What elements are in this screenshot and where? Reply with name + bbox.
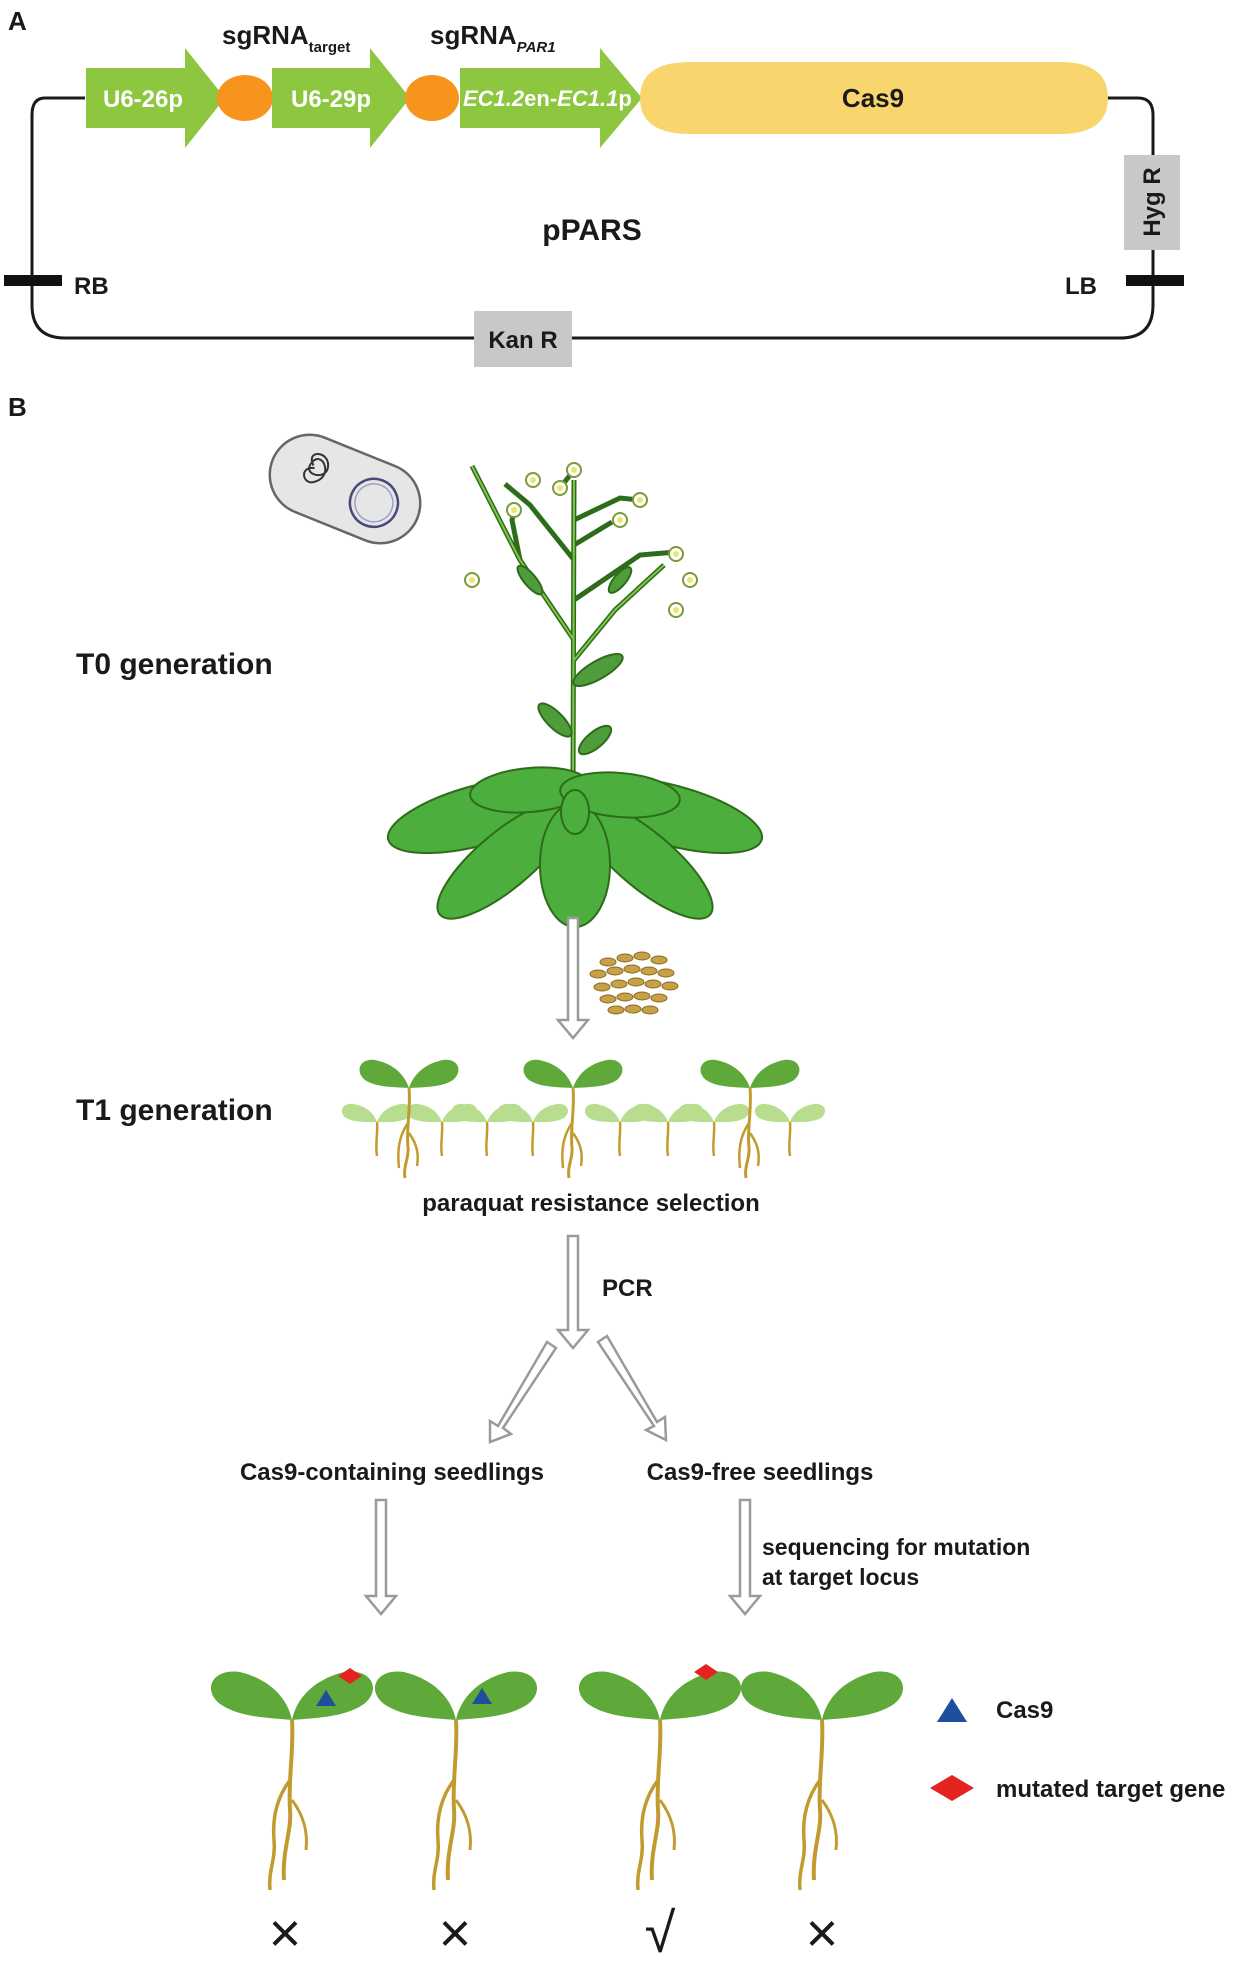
sgrna-par1-base: sgRNA (430, 20, 517, 50)
t1-generation-label: T1 generation (76, 1094, 273, 1127)
legend-mutated-label: mutated target gene (996, 1776, 1225, 1803)
lb-bar (1126, 275, 1184, 286)
ec-part4: p (618, 86, 631, 111)
cas9-label: Cas9 (842, 83, 904, 113)
cas9-containing-label: Cas9-containing seedlings (240, 1459, 544, 1486)
u6-29p-label: U6-29p (291, 86, 371, 113)
final-seedling-1 (208, 1668, 376, 1892)
agrobacterium-icon (268, 433, 422, 545)
cas9-free-label: Cas9-free seedlings (647, 1459, 874, 1486)
kan-label: Kan R (488, 327, 557, 354)
final-seedling-3 (576, 1664, 744, 1892)
sgrna-target-sub: target (309, 39, 351, 56)
ec-part2: en- (524, 86, 557, 111)
plasmid-backbone (30, 96, 1155, 340)
vector-name: pPARS (542, 214, 641, 247)
outcome-4: × (806, 1901, 839, 1964)
t0-plant-icon (386, 462, 764, 928)
ec-part3: EC1.1 (557, 86, 618, 111)
t1-seedlings (340, 1058, 827, 1180)
arrow-split-right (596, 1334, 668, 1443)
panel-b-label: B (8, 392, 27, 422)
rb-label: RB (74, 273, 109, 300)
mutation-marker-3 (694, 1664, 718, 1680)
sequencing-line-1: sequencing for mutation (762, 1534, 1030, 1560)
sgrna-par1-label: sgRNAPAR1 (430, 20, 556, 56)
cas9-gene (640, 62, 1108, 134)
sequencing-line-2: at target locus (762, 1564, 919, 1590)
arrow-t0-t1 (555, 916, 591, 1040)
cas9-marker-1 (316, 1690, 336, 1706)
ec-promoter-arrow (460, 48, 642, 148)
selection-label: paraquat resistance selection (422, 1190, 759, 1217)
sgrna-par1-sub: PAR1 (517, 39, 556, 56)
hyg-label: Hyg R (1139, 167, 1166, 236)
mutation-marker-1 (338, 1668, 362, 1684)
u6-26p-label: U6-26p (103, 86, 183, 113)
legend-cas9-label: Cas9 (996, 1697, 1053, 1724)
u6-29p-arrow (272, 48, 410, 148)
arrow-split-left (488, 1340, 558, 1444)
ec-promoter-label: EC1.2en-EC1.1p (463, 86, 632, 111)
pcr-label: PCR (602, 1275, 653, 1302)
seeds-icon (589, 951, 679, 1015)
lb-label: LB (1065, 273, 1097, 300)
legend-cas9-icon (937, 1698, 967, 1722)
u6-26p-arrow (86, 48, 225, 148)
sgrna-target-label: sgRNAtarget (222, 20, 350, 56)
sgrna-target-base: sgRNA (222, 20, 309, 50)
final-seedling-2 (372, 1669, 540, 1892)
cas9-marker-2 (472, 1688, 492, 1704)
outcome-3: √ (645, 1901, 676, 1964)
ec-part1: EC1.2 (463, 86, 525, 111)
kan-marker (474, 311, 572, 367)
outcome-1: × (269, 1901, 302, 1964)
arrow-free-down (727, 1498, 763, 1616)
rb-bar (4, 275, 62, 286)
sgrna-par1-spacer (405, 75, 459, 121)
legend-mutated-icon (930, 1775, 974, 1801)
final-seedling-4 (738, 1669, 906, 1892)
sgrna-target-spacer (217, 75, 273, 121)
outcome-2: × (439, 1901, 472, 1964)
panel-a-label: A (8, 6, 27, 36)
t0-generation-label: T0 generation (76, 648, 273, 681)
hyg-marker (1124, 155, 1180, 250)
arrow-containing-down (363, 1498, 399, 1616)
arrow-selection-pcr (555, 1234, 591, 1350)
